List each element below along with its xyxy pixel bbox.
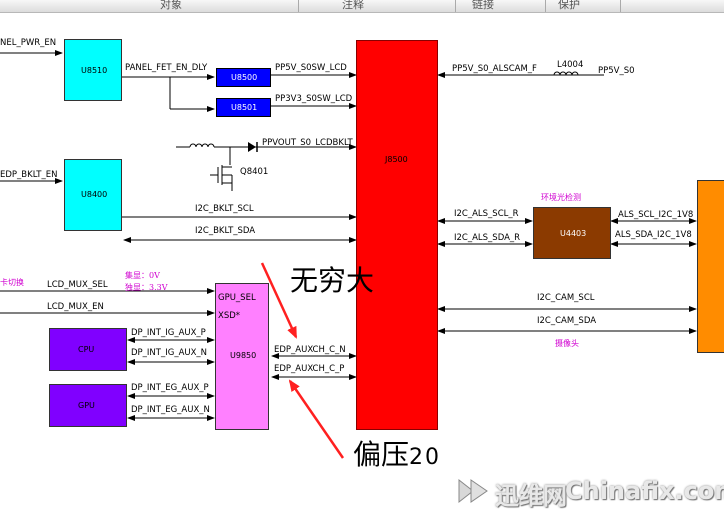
signal-als-sda-i2c-1v8: ALS_SDA_I2C_1V8 bbox=[615, 230, 692, 240]
annotation-bias: 偏压20 bbox=[353, 438, 442, 471]
column-divider bbox=[545, 0, 546, 12]
column-divider bbox=[455, 0, 456, 12]
signal-dp-int-ig-aux-n: DP_INT_IG_AUX_N bbox=[131, 348, 208, 358]
block-u9850-mux: GPU_SEL XSD* U9850 bbox=[215, 283, 269, 430]
block-u4403: U4403 bbox=[533, 207, 611, 259]
note-ambient-light: 环境光检测 bbox=[541, 193, 581, 202]
column-divider bbox=[620, 0, 621, 12]
signal-lcd-mux-sel: LCD_MUX_SEL bbox=[47, 280, 108, 290]
signal-dp-int-eg-aux-p: DP_INT_EG_AUX_P bbox=[131, 383, 209, 393]
block-gpu: GPU bbox=[49, 384, 127, 427]
inductor-symbol bbox=[189, 143, 215, 148]
column-header-bar: 对象 注释 链接 保护 bbox=[0, 0, 724, 13]
signal-panel-fet-en-dly: PANEL_FET_EN_DLY bbox=[125, 63, 208, 73]
watermark-cn: 迅维网 bbox=[495, 482, 567, 510]
signal-lcd-mux-en: LCD_MUX_EN bbox=[47, 302, 104, 312]
signal-pp5v-s0: PP5V_S0 bbox=[598, 66, 635, 76]
wires-layer bbox=[0, 50, 697, 459]
signal-pp5v-s0-alscam-f: PP5V_S0_ALSCAM_F bbox=[452, 64, 537, 74]
signal-ppvout-s0-lcdbklt: PPVOUT_S0_LCDBKLT bbox=[262, 138, 353, 148]
annotation-arrows bbox=[260, 262, 345, 459]
signal-panel-pwr-en: NEL_PWR_EN bbox=[0, 38, 57, 48]
block-cpu: CPU bbox=[49, 328, 127, 371]
signal-dp-int-ig-aux-p: DP_INT_IG_AUX_P bbox=[131, 328, 206, 338]
column-header-comment[interactable]: 注释 bbox=[342, 0, 364, 11]
signal-dp-int-eg-aux-n: DP_INT_EG_AUX_N bbox=[131, 405, 210, 415]
column-header-protect[interactable]: 保护 bbox=[558, 0, 580, 11]
signal-edp-auxch-c-n: EDP_AUXCH_C_N bbox=[274, 345, 346, 355]
signal-i2c-als-scl-r: I2C_ALS_SCL_R bbox=[454, 209, 519, 219]
column-header-object[interactable]: 对象 bbox=[160, 0, 182, 11]
annotation-infinite: 无穷大 bbox=[290, 264, 375, 297]
signal-i2c-cam-scl: I2C_CAM_SCL bbox=[537, 293, 595, 303]
block-u8500: U8500 bbox=[216, 68, 271, 87]
watermark: 迅维网 Chinafix.com bbox=[447, 474, 724, 510]
label-l4004: L4004 bbox=[557, 60, 584, 70]
signal-i2c-bklt-scl: I2C_BKLT_SCL bbox=[195, 204, 254, 214]
block-u8510: U8510 bbox=[64, 39, 122, 101]
signal-pp5v-s0sw-lcd: PP5V_S0SW_LCD bbox=[275, 63, 347, 73]
note-switch: 卡切换 bbox=[0, 278, 24, 287]
column-divider bbox=[298, 0, 299, 12]
block-j8500-connector: J8500 bbox=[356, 40, 438, 430]
note-integrated-voltage: 集显：0V bbox=[125, 271, 160, 280]
block-u8400: U8400 bbox=[64, 159, 122, 231]
signal-i2c-cam-sda: I2C_CAM_SDA bbox=[537, 316, 597, 326]
annotation-arrow-bias bbox=[288, 379, 345, 459]
signal-edp-bklt-en: EDP_BKLT_EN bbox=[0, 170, 58, 180]
q8401-mosfet-symbol bbox=[210, 165, 233, 191]
signal-als-scl-i2c-1v8: ALS_SCL_I2C_1V8 bbox=[618, 210, 694, 220]
watermark-logo-icon bbox=[458, 478, 488, 504]
signal-edp-auxch-c-p: EDP_AUXCH_C_P bbox=[274, 364, 345, 374]
signal-i2c-bklt-sda: I2C_BKLT_SDA bbox=[195, 226, 256, 236]
block-camera-module bbox=[697, 180, 724, 353]
signal-i2c-als-sda-r: I2C_ALS_SDA_R bbox=[454, 233, 521, 243]
signal-pp3v3-s0sw-lcd: PP3V3_S0SW_LCD bbox=[275, 94, 353, 104]
block-u8501: U8501 bbox=[216, 98, 271, 117]
note-camera: 摄像头 bbox=[555, 339, 579, 348]
l4004-inductor-symbol bbox=[553, 71, 579, 76]
note-discrete-voltage: 独显：3.3V bbox=[125, 283, 168, 292]
watermark-en: Chinafix.com bbox=[565, 477, 724, 505]
annotation-arrow-infinite bbox=[260, 262, 298, 339]
diode-symbol bbox=[248, 142, 256, 152]
column-header-link[interactable]: 链接 bbox=[472, 0, 494, 11]
label-q8401: Q8401 bbox=[240, 167, 269, 177]
